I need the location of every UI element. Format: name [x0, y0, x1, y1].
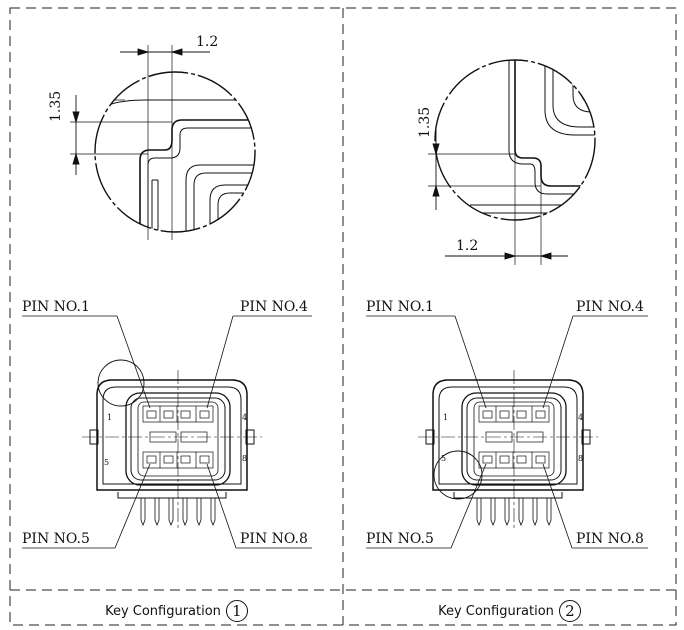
pin-label-1-b: PIN NO.1: [366, 299, 434, 315]
connector-view-2: [418, 370, 598, 530]
pin-label-1: PIN NO.1: [22, 299, 90, 315]
pin-index-8-b: 8: [578, 454, 583, 463]
pin-index-5: 5: [104, 458, 109, 467]
dimension-height-2: [428, 130, 541, 210]
key-number-badge-1: 1: [225, 600, 248, 622]
detail-view-2: [434, 59, 596, 221]
pin-index-4: 4: [242, 413, 247, 422]
pin-leaders-1: [22, 315, 312, 549]
pin-index-1: 1: [107, 413, 112, 422]
pin-leaders-2: [366, 315, 648, 549]
pin-index-1-b: 1: [443, 413, 448, 422]
dimension-height-label-2: 1.35: [417, 107, 433, 138]
detail-view-1: [94, 71, 256, 233]
pin-label-8-b: PIN NO.8: [576, 531, 644, 547]
pin-label-4-b: PIN NO.4: [576, 299, 644, 315]
pin-index-5-b: 5: [441, 454, 446, 463]
dimension-height-1: [70, 95, 172, 175]
pin-label-4: PIN NO.4: [240, 299, 308, 315]
caption-key-1: Key Configuration 1: [10, 594, 343, 628]
caption-key-2: Key Configuration 2: [343, 594, 676, 628]
pin-index-4-b: 4: [578, 413, 583, 422]
connector-view-1: [82, 359, 262, 530]
key-number-badge-2: 2: [558, 600, 581, 622]
caption-text-1: Key Configuration: [105, 603, 221, 619]
panel-key-1: 1.2 1.35: [22, 34, 312, 549]
pin-label-5-b: PIN NO.5: [366, 531, 434, 547]
caption-text-2: Key Configuration: [438, 603, 554, 619]
pin-index-8: 8: [242, 454, 247, 463]
sheet-frame: [9, 7, 677, 626]
dimension-width-2: [445, 150, 568, 265]
panel-key-2: 1.35 1.2: [366, 59, 648, 549]
pin-label-8: PIN NO.8: [240, 531, 308, 547]
dimension-width-1: [120, 45, 210, 240]
dimension-width-label-1: 1.2: [196, 34, 218, 50]
dimension-height-label-1: 1.35: [48, 91, 64, 122]
pin-label-5: PIN NO.5: [22, 531, 90, 547]
dimension-width-label-2: 1.2: [456, 238, 478, 254]
